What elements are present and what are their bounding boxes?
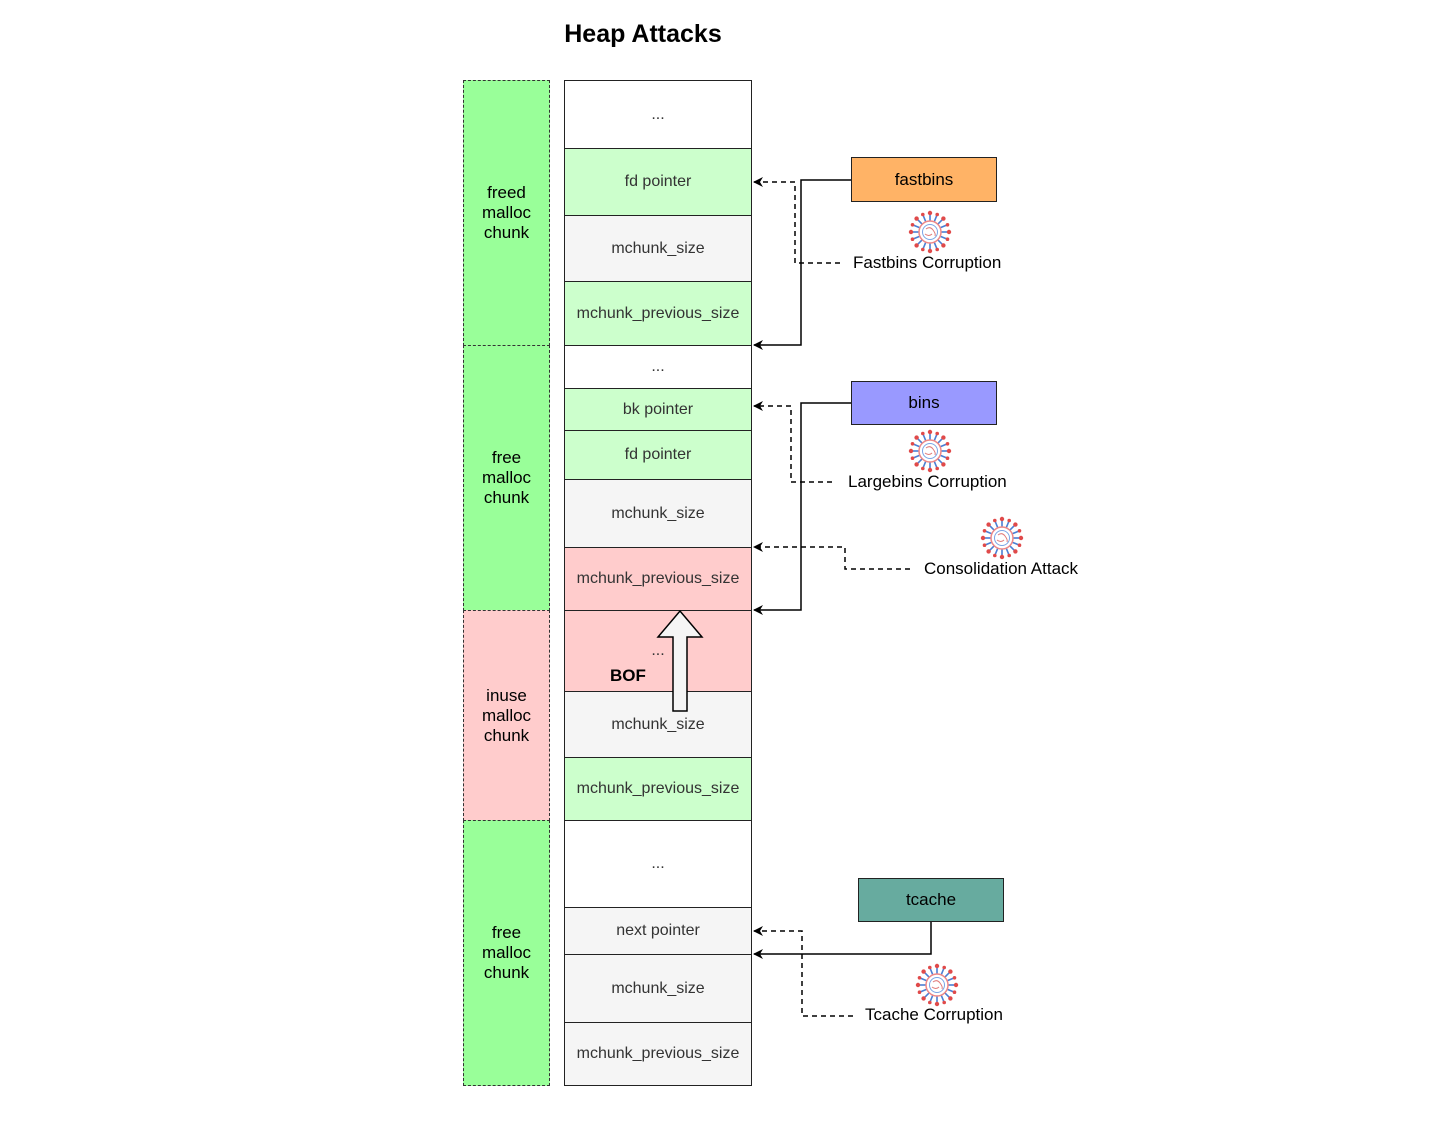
memory-cell: mchunk_previous_size [564,1022,752,1086]
cell-label: mchunk_size [611,504,705,522]
chunk-label: freed malloc chunk [481,183,532,242]
cell-label: next pointer [616,922,700,939]
chunk-inuse-3: inuse malloc chunk [463,610,550,821]
virus-icon [914,962,960,1008]
chunk-label: free malloc chunk [481,448,532,507]
tcache-box: tcache [858,878,1004,922]
memory-cell: next pointer [564,907,752,955]
tcache-corruption-link [753,926,853,1017]
memory-cell: mchunk_size [564,479,752,548]
memory-cell: ... [564,820,752,908]
chunk-free-4: free malloc chunk [463,820,550,1086]
tcache-corruption-label: Tcache Corruption [865,1005,1003,1024]
fastbins-corruption-link [753,177,840,264]
memory-cell: mchunk_previous_size [564,757,752,821]
memory-cell: mchunk_previous_size [564,281,752,346]
memory-cell: fd pointer [564,430,752,480]
consolidation-attack-label: Consolidation Attack [924,559,1079,578]
cell-label: mchunk_size [611,715,705,733]
chunk-freed-1: freed malloc chunk [463,80,550,346]
fastbins-label: fastbins [894,169,954,189]
chunk-label: free malloc chunk [481,923,532,982]
chunk-free-2: free malloc chunk [463,345,550,611]
fastbins-corruption-label: Fastbins Corruption [853,253,1002,272]
diagram-title: Heap Attacks [564,20,722,48]
cell-label: ... [651,358,665,375]
cell-label: mchunk_size [611,979,705,997]
memory-cell: bk pointer [564,388,752,431]
bof-label: BOF [610,666,646,685]
cell-label: bk pointer [622,400,694,418]
tcache-label: tcache [905,890,957,909]
cell-label: mchunk_previous_size [576,1045,740,1062]
memory-cell: ... [564,80,752,149]
cell-label: ... [651,855,665,872]
bins-label: bins [908,393,940,412]
bins-link [753,402,851,615]
largebins-corruption-link [753,401,832,483]
cell-label: mchunk_previous_size [576,304,740,322]
bins-box: bins [851,381,997,425]
cell-label: fd pointer [624,173,692,190]
memory-cell: fd pointer [564,148,752,216]
chunk-label: inuse malloc chunk [481,685,532,745]
largebins-corruption-label: Largebins Corruption [848,472,1007,491]
bof-arrow [656,609,704,712]
cell-label: mchunk_previous_size [576,780,740,797]
cell-label: mchunk_size [611,239,705,257]
tcache-link [753,922,932,959]
cell-label: fd pointer [624,446,692,463]
cell-label: ... [651,105,665,123]
cell-label: ... [651,642,665,659]
fastbins-box: fastbins [851,157,997,202]
virus-icon [907,428,953,474]
virus-icon [979,515,1025,561]
memory-cell: mchunk_previous_size [564,547,752,611]
memory-cell: mchunk_size [564,691,752,758]
cell-label: mchunk_previous_size [576,570,740,587]
consolidation-attack-link [753,542,910,570]
memory-cell: mchunk_size [564,954,752,1023]
virus-icon [907,210,953,254]
